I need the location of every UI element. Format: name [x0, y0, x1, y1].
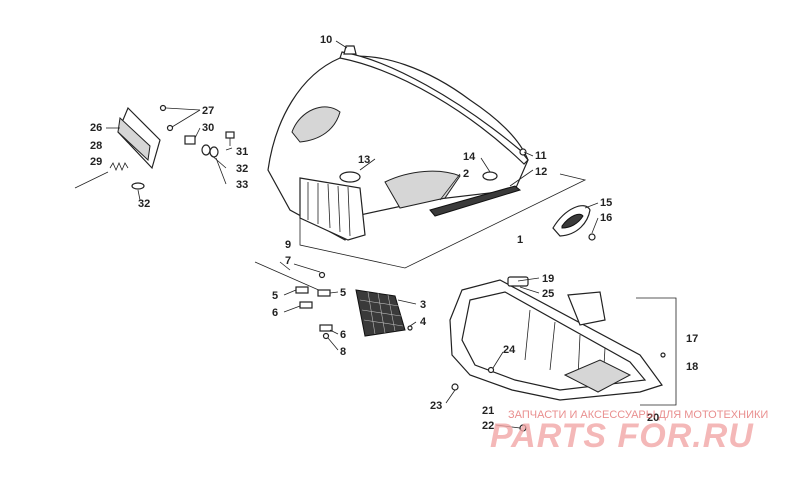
callout-17: 17	[686, 333, 698, 345]
callout-18: 18	[686, 361, 698, 373]
callout-5b: 5	[340, 287, 346, 299]
headlamp-rim	[117, 116, 151, 162]
callout-24: 24	[503, 344, 516, 356]
callout-32a: 32	[236, 163, 248, 175]
clip-5a	[295, 286, 309, 294]
bracket-screw	[588, 233, 596, 241]
callout-6b: 6	[340, 329, 346, 341]
callout-11: 11	[535, 150, 547, 162]
clip-5b	[317, 289, 331, 297]
adjuster-spring	[109, 161, 129, 172]
mesh-pattern	[359, 291, 404, 335]
callout-19: 19	[542, 273, 554, 285]
hood-grommet	[482, 171, 498, 181]
storage-tray	[449, 276, 677, 432]
callout-26: 26	[90, 122, 102, 134]
fastener-23	[451, 383, 459, 391]
grille-slats	[307, 182, 351, 237]
callout-15: 15	[600, 197, 612, 209]
callout-31: 31	[236, 146, 248, 158]
bolt-31	[225, 131, 235, 139]
washer-32	[201, 144, 211, 156]
callout-3: 3	[420, 299, 426, 311]
callout-5a: 5	[272, 290, 278, 302]
hood-left-recess	[291, 106, 341, 143]
hood-assembly	[267, 45, 587, 269]
callout-28: 28	[90, 140, 102, 152]
callout-33: 33	[236, 179, 248, 191]
callout-10: 10	[320, 34, 332, 46]
nut-30	[184, 135, 196, 145]
fastener-7	[318, 271, 326, 279]
tray-compartment	[563, 359, 632, 393]
screw-27a	[159, 104, 167, 112]
callout-32b: 32	[138, 198, 150, 210]
callout-2: 2	[463, 168, 469, 180]
watermark: ЗАПЧАСТИ И АКСЕССУАРЫ ДЛЯ МОТОТЕХНИКИ PA…	[490, 409, 768, 455]
fastener-24	[487, 366, 495, 374]
callout-4: 4	[420, 316, 427, 328]
side-bracket	[552, 205, 596, 241]
fastener-8	[322, 332, 330, 340]
callout-7: 7	[285, 255, 291, 267]
assembly-bracket	[299, 173, 587, 269]
callout-21: 21	[482, 405, 494, 417]
tray-pad	[507, 276, 529, 287]
callout-14: 14	[463, 151, 476, 163]
screen-screw-4	[407, 325, 413, 331]
adjuster-screw	[74, 171, 109, 189]
callout-13: 13	[358, 154, 370, 166]
washer-32b	[131, 182, 145, 190]
callout-20: 20	[647, 412, 659, 424]
callout-12: 12	[535, 166, 547, 178]
callout-25: 25	[542, 288, 554, 300]
leader-lines	[106, 40, 599, 429]
callout-27: 27	[202, 105, 214, 117]
side-bracket-insert	[561, 213, 584, 229]
callout-29: 29	[90, 156, 102, 168]
callout-23: 23	[430, 400, 442, 412]
callout-8: 8	[340, 346, 346, 358]
hood-grille	[299, 177, 366, 241]
screw-17	[660, 352, 666, 358]
callout-22: 22	[482, 420, 494, 432]
watermark-brand: PARTS FOR.RU	[490, 417, 754, 455]
rim-end-cap	[519, 148, 527, 156]
callout-6a: 6	[272, 307, 278, 319]
callout-labels: 10 13 14 11 12 2 1 15 16 27 26 30 28 29 …	[90, 34, 698, 432]
hood-rim-molding	[339, 51, 529, 165]
watermark-tagline: ЗАПЧАСТИ И АКСЕССУАРЫ ДЛЯ МОТОТЕХНИКИ	[508, 409, 768, 421]
hood-side-trim	[429, 185, 522, 217]
callout-30: 30	[202, 122, 214, 134]
callout-16: 16	[600, 212, 612, 224]
headlamp-assembly	[74, 104, 235, 190]
clip-6a	[299, 301, 313, 309]
clip-6b	[319, 324, 333, 332]
callout-1: 1	[517, 234, 523, 246]
screw-27b	[166, 124, 174, 132]
hood-emblem	[339, 171, 361, 183]
tray-latch-cover	[567, 291, 606, 326]
callout-9: 9	[285, 239, 291, 251]
screen-assembly	[254, 261, 413, 340]
assembly-bracket-18	[636, 297, 677, 406]
